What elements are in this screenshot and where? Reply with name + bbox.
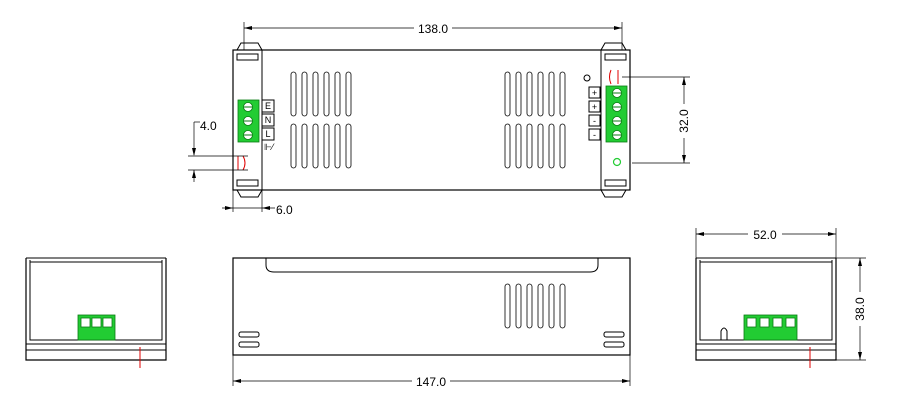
vent-slot <box>515 283 522 329</box>
vent-slot <box>334 123 341 169</box>
vent-slot <box>515 123 522 169</box>
vent-slot <box>312 123 319 169</box>
vent-slot <box>504 123 511 169</box>
dimension-hole-offset: 6.0 <box>222 190 293 217</box>
vent-slot <box>537 71 544 117</box>
right-mount-tabs <box>600 42 627 198</box>
terminal-label-minus-1: - <box>593 116 596 126</box>
right-end-terminal <box>743 314 798 341</box>
vent-slot <box>301 71 308 117</box>
dim-label-6: 6.0 <box>276 203 293 217</box>
dim-label-52: 52.0 <box>753 228 777 242</box>
dim-label-38: 38.0 <box>853 297 867 321</box>
vent-slot <box>345 123 352 169</box>
vent-slot <box>312 71 319 117</box>
output-terminal-block: + + - - <box>583 74 628 167</box>
dim-label-147: 147.0 <box>416 375 446 389</box>
red-hole-markers-top <box>237 69 619 171</box>
terminal-label-minus-2: - <box>593 130 596 140</box>
adjust-symbol: ⊩⁄ <box>264 142 275 152</box>
terminal-label-plus-2: + <box>592 102 597 112</box>
vent-slot <box>504 283 511 329</box>
left-end-terminal <box>77 314 116 341</box>
top-body-outline <box>232 49 631 191</box>
dimension-side-height: 38.0 <box>836 257 869 361</box>
vent-slot <box>504 71 511 117</box>
left-mount-tabs <box>236 42 263 198</box>
vent-slot <box>345 71 352 117</box>
dim-label-32: 32.0 <box>677 109 691 133</box>
dimension-top-width: 138.0 <box>243 21 623 50</box>
dim-label-4: 4.0 <box>200 119 217 133</box>
vent-slot <box>548 123 555 169</box>
vent-slot <box>537 123 544 169</box>
vent-slot <box>323 71 330 117</box>
right-end-view: 52.0 38.0 <box>695 227 869 368</box>
front-body-outline <box>232 257 631 356</box>
dimension-side-width: 52.0 <box>695 227 837 258</box>
vent-slot <box>515 71 522 117</box>
vent-slots-front <box>504 283 566 329</box>
led-indicator-icon <box>612 157 622 167</box>
potentiometer-outline <box>720 327 728 340</box>
terminal-label-n: N <box>265 115 272 125</box>
vent-slot <box>548 283 555 329</box>
vent-slot <box>301 123 308 169</box>
vent-slot <box>526 283 533 329</box>
vent-slot <box>334 71 341 117</box>
vent-slot <box>559 283 566 329</box>
input-terminal-block: E N L ⊩⁄ <box>237 99 275 152</box>
vent-slot <box>559 71 566 117</box>
dimension-edge-offset: 4.0 <box>188 119 248 182</box>
vent-slot <box>548 71 555 117</box>
dimension-terminal-span: 32.0 <box>622 76 692 164</box>
vent-slot <box>290 123 297 169</box>
terminal-label-l: L <box>265 129 270 139</box>
vent-slot <box>526 123 533 169</box>
vent-slot <box>323 123 330 169</box>
top-view: 138.0 <box>188 21 692 217</box>
dimension-front-length: 147.0 <box>232 355 631 389</box>
terminal-label-e: E <box>265 101 271 111</box>
vent-slot <box>537 283 544 329</box>
dim-label-138: 138.0 <box>418 22 448 36</box>
terminal-label-plus-1: + <box>592 88 597 98</box>
vent-slots-right <box>504 71 566 169</box>
left-end-view <box>25 257 167 368</box>
vent-slot <box>526 71 533 117</box>
vent-slot <box>559 123 566 169</box>
front-mount-slots <box>238 331 625 348</box>
front-view: 147.0 <box>232 257 631 389</box>
vent-slots-left <box>290 71 352 169</box>
vent-slot <box>290 71 297 117</box>
